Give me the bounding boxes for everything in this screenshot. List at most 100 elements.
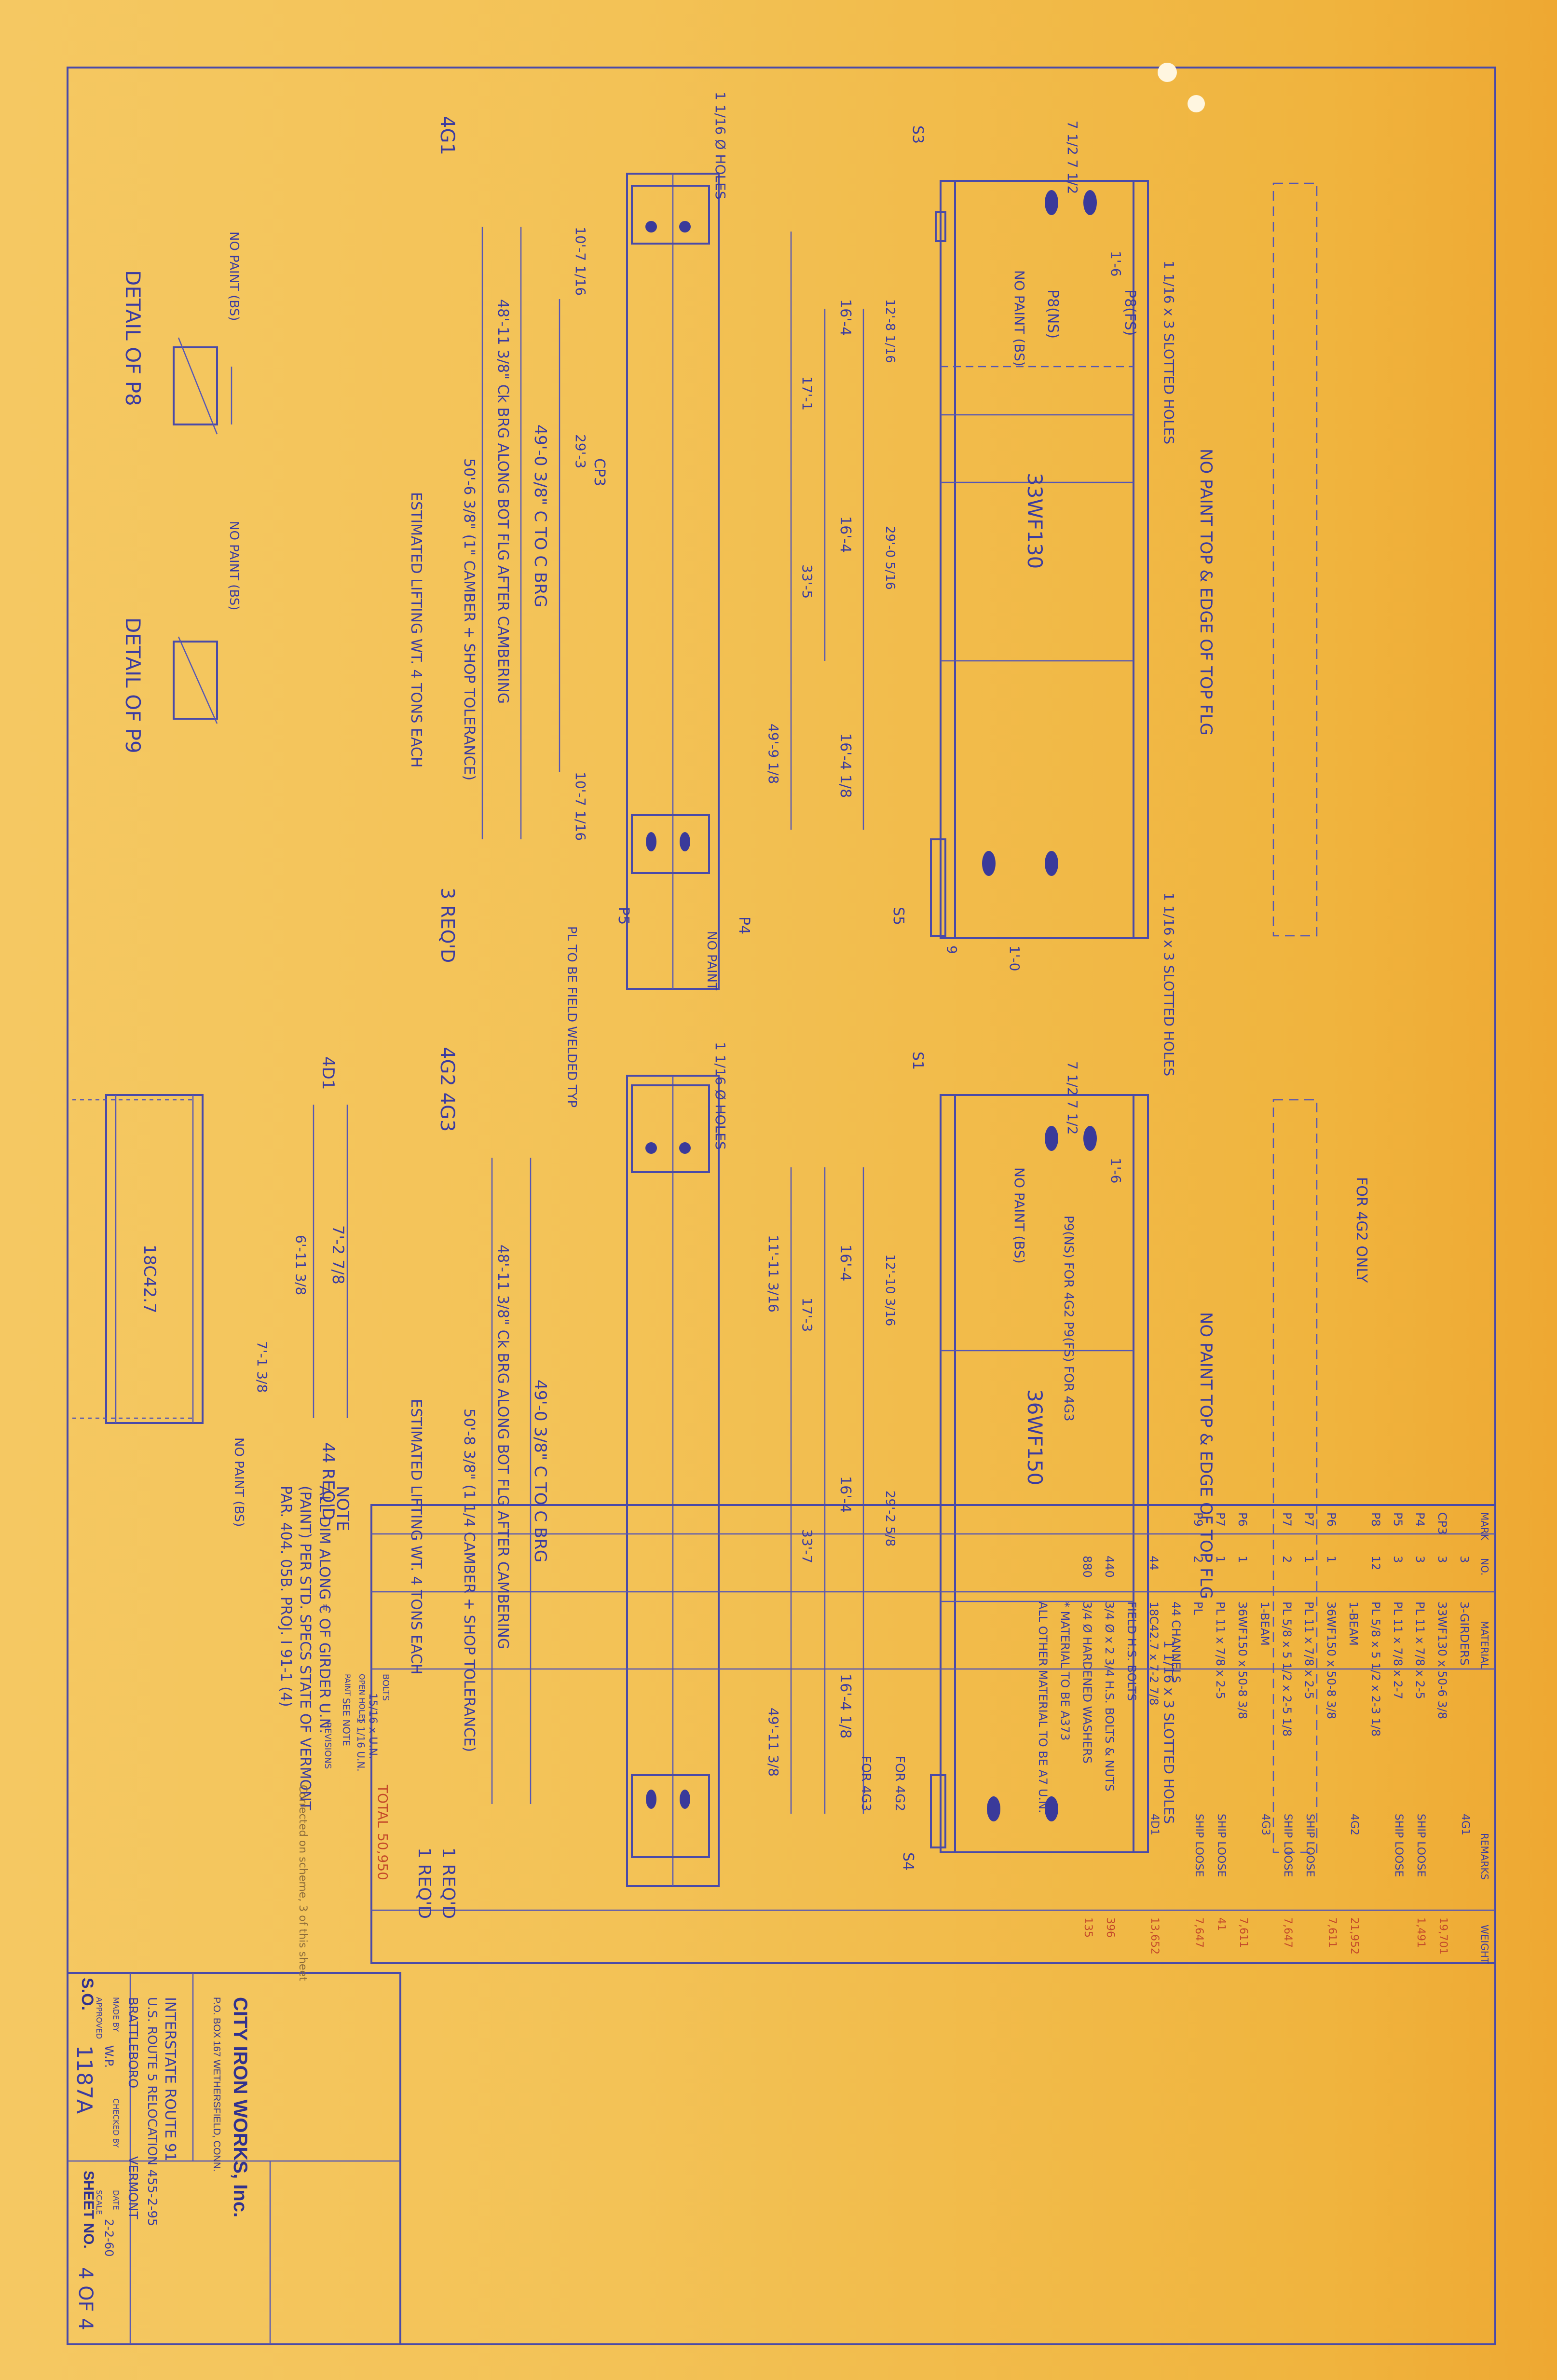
margin-note: Corrected on scheme, 3 of this sheet: [297, 1785, 309, 1981]
girder-4g2-dim-4: 49'-11 3/8: [765, 1708, 781, 1777]
girder-4g1-dim-1: 10'-7 1/16: [573, 227, 588, 296]
bom-cell-remarks: SHIP LOOSE: [1415, 1814, 1427, 1877]
girder-4g2-section: 36WF150: [1023, 1389, 1047, 1486]
girder-4g1-field-welded: PL TO BE FIELD WELDED TYP: [564, 926, 579, 1108]
girder-4g1-dim-4: 17'-1: [799, 376, 815, 411]
title-so-label: S.O.: [78, 1978, 96, 2011]
detail-p9-no-paint: NO PAINT (BS): [227, 521, 241, 611]
bom-col-no: NO.: [1479, 1558, 1490, 1576]
bom-cell-weight: 41: [1215, 1917, 1227, 1931]
bom-cell-weight: 135: [1082, 1917, 1094, 1938]
bom-cell-weight: 21,952: [1348, 1917, 1360, 1955]
girder-4g2-lifting-wt: ESTIMATED LIFTING WT. 4 TONS EACH: [408, 1399, 424, 1675]
bom-cell-mark: P7: [1302, 1512, 1316, 1527]
bom-cell-material: PL 11 x 7/8 x 2-7: [1391, 1601, 1405, 1699]
bom-cell-remarks: SHIP LOOSE: [1282, 1814, 1294, 1877]
girder-4g1-slotted-bottom: 1 1/16 x 3 SLOTTED HOLES: [1161, 892, 1177, 1077]
girder-4g2-quantity-1: 1 REQ'D: [438, 1847, 458, 1919]
channel-4d1: [72, 1094, 348, 1424]
bom-cell-no: 2: [1280, 1556, 1294, 1563]
bom-cell-no: 3: [1391, 1556, 1405, 1563]
girder-4g1-elevation: [790, 180, 1318, 939]
bom-cell-no: 3: [1413, 1556, 1427, 1563]
bom-cell-material: PL 5/8 x 5 1/2 x 2-3 1/8: [1369, 1601, 1382, 1737]
bom-cell-material: 18C42.7 x 7-2 7/8: [1147, 1601, 1161, 1706]
bom-total-label: TOTAL: [375, 1785, 391, 1828]
bom-cell-remarks: 4D1: [1148, 1814, 1161, 1835]
bom-cell-weight: 7,611: [1326, 1917, 1338, 1948]
bom-cell-remarks: 4G3: [1259, 1814, 1271, 1836]
notes-line-3: PAR. 404. 05B. PROJ. I 91-1 (4): [277, 1486, 294, 1707]
girder-4g1-quantity: 3 REQ'D: [437, 888, 458, 963]
bom-cell-no: 1: [1302, 1556, 1316, 1563]
girder-4g2-for-4g2: FOR 4G2: [892, 1756, 907, 1811]
girder-4g2-quantity-2: 1 REQ'D: [414, 1847, 434, 1919]
notes-line-2: (PAINT) PER STD. SPECS STATE OF VERMONT: [297, 1486, 314, 1810]
girder-4g1-panel-1: 16'-4: [837, 299, 854, 336]
bom-cell-material: FIELD H.S. BOLTS: [1125, 1601, 1138, 1701]
bom-cell-remarks: SHIP LOOSE: [1193, 1814, 1205, 1877]
detail-p8-no-paint: NO PAINT (BS): [227, 232, 241, 321]
bom-cell-no: 440: [1103, 1556, 1116, 1578]
bom-cell-mark: CP3: [1435, 1512, 1449, 1535]
bom-cell-material: 36WF150 x 50-8 3/8: [1325, 1601, 1338, 1720]
girder-4g2-elevation: [790, 1094, 1318, 1853]
bom-col-material: MATERIAL: [1479, 1621, 1490, 1669]
bom-cell-remarks: SHIP LOOSE: [1304, 1814, 1316, 1877]
bom-cell-weight: 13,652: [1148, 1917, 1161, 1955]
title-sheet-label: SHEET NO.: [81, 2171, 96, 2249]
bom-cell-mark: P4: [1413, 1512, 1427, 1527]
notes-heading: NOTE: [333, 1486, 352, 1532]
bom-cell-material: 1-BEAM: [1258, 1601, 1271, 1646]
bom-cell-no: 880: [1080, 1556, 1094, 1578]
bill-of-material-grid: [370, 1504, 1496, 1964]
bom-cell-mark: P6: [1325, 1512, 1338, 1527]
girder-4g2-panel-1: 16'-4: [837, 1245, 854, 1282]
title-paint-value: SEE NOTE: [341, 1698, 352, 1746]
girder-4g2-dim-2: 17'-3: [799, 1298, 815, 1332]
title-so-number: 1187A: [72, 2045, 96, 2114]
girder-4g1-s5: S5: [890, 907, 907, 926]
girder-4g1-no-paint: NO PAINT: [704, 931, 719, 990]
bom-cell-mark: P9: [1191, 1512, 1205, 1527]
girder-4g1-overall-length: 50'-6 3/8" (1" CAMBER + SHOP TOLERANCE): [461, 458, 478, 781]
bom-cell-remarks: SHIP LOOSE: [1393, 1814, 1405, 1877]
girder-4g2-panel-2: 16'-4: [837, 1476, 854, 1513]
girder-4g1-no-paint-top: NO PAINT TOP & EDGE OF TOP FLG: [1196, 449, 1216, 736]
title-project-1: INTERSTATE ROUTE 91: [162, 1997, 178, 2161]
girder-4g2-holes-top: 1 1/16 Ø HOLES: [712, 1042, 728, 1150]
girder-4g1-p5: P5: [615, 907, 632, 925]
girder-4g1-section: 33WF130: [1023, 473, 1047, 569]
bom-cell-remarks: 4G1: [1459, 1814, 1471, 1836]
punch-hole: [1158, 63, 1177, 82]
bom-cell-material: PL 5/8 x 5 1/2 x 2-5 1/8: [1280, 1601, 1294, 1737]
girder-4g1-panel-3: 16'-4 1/8: [837, 733, 854, 798]
title-project-3: BRATTLEBORO: [125, 1997, 140, 2089]
title-project-2: U.S. ROUTE 5 RELOCATION 455-2-95: [145, 1997, 159, 2227]
girder-4g1-dim-3: 10'-7 1/16: [573, 772, 588, 841]
girder-4g1-ctc-bearing: 49'-0 3/8" C TO C BRG: [531, 424, 550, 608]
bom-cell-material: 3-GIRDERS: [1458, 1601, 1471, 1666]
bom-col-weight: WEIGHT: [1479, 1925, 1490, 1964]
girder-4g1-along-bot-flg: 48'-11 3/8" Ck BRG ALONG BOT FLG AFTER C…: [494, 299, 511, 704]
girder-4g2-p9: P9(NS) FOR 4G2 P9(FS) FOR 4G3: [1061, 1216, 1076, 1422]
girder-4g1-panel-2: 16'-4: [837, 516, 854, 553]
girder-4g1-no-paint-bs: NO PAINT (BS): [1011, 270, 1027, 367]
channel-dim-2: 7'-1 3/8: [254, 1341, 270, 1393]
girder-4g1-one-six: 1'-6: [1108, 251, 1124, 277]
girder-4g2-s1: S1: [909, 1052, 926, 1070]
detail-p8-title: DETAIL OF P8: [121, 270, 145, 406]
title-open-holes-value: 1 1/16 U.N.: [355, 1717, 367, 1772]
girder-4g1-dim-8: 29'-0 5/16: [883, 526, 897, 590]
bom-cell-material: PL 11 x 7/8 x 2-5: [1413, 1601, 1427, 1699]
girder-4g2-dim-6: 29'-2 5/8: [883, 1491, 897, 1547]
bom-cell-mark: P8: [1369, 1512, 1382, 1527]
title-made-by-label: MADE BY: [111, 1997, 121, 2032]
title-paint-label: PAINT: [343, 1674, 352, 1696]
title-open-holes-label: OPEN HOLES: [357, 1674, 367, 1724]
bom-cell-material: 1-BEAM: [1347, 1601, 1360, 1646]
channel-mark: 4D1: [318, 1056, 338, 1090]
title-made-by: W.P.: [102, 2045, 116, 2068]
bom-col-mark: MARK: [1479, 1512, 1490, 1540]
